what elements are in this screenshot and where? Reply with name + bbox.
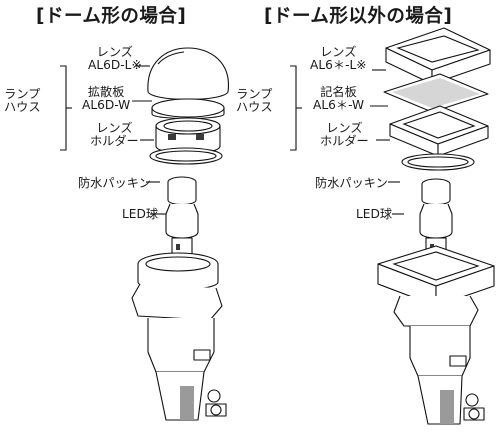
left-gasket-label: 防水パッキン <box>78 176 151 190</box>
right-housing-label: ランプハウス <box>236 87 273 114</box>
left-housing-label: ランプハウス <box>4 87 41 114</box>
right-holder-label: レンズホルダー <box>320 121 369 148</box>
right-leader-lines <box>290 65 404 215</box>
dome-lens <box>147 47 229 101</box>
square-lens <box>385 27 491 85</box>
left-title: [ドーム形の場合] <box>36 6 187 27</box>
right-housing <box>377 245 495 425</box>
left-lens-holder <box>155 117 221 155</box>
right-title: [ドーム形以外の場合] <box>264 6 453 27</box>
nameplate <box>383 73 489 113</box>
left-led-bulb <box>165 176 199 255</box>
right-lens-holder <box>389 105 489 157</box>
left-leader-lines <box>60 65 166 215</box>
diffuser-plate <box>151 98 225 120</box>
right-gasket-label: 防水パッキン <box>315 176 388 190</box>
left-holder-label: レンズホルダー <box>90 121 139 148</box>
left-gasket <box>149 147 223 165</box>
left-bulb-label: LED球 <box>122 207 159 221</box>
left-housing <box>131 252 227 421</box>
right-led-bulb <box>419 178 453 255</box>
right-gasket <box>401 153 475 171</box>
right-bulb-label: LED球 <box>356 207 393 221</box>
